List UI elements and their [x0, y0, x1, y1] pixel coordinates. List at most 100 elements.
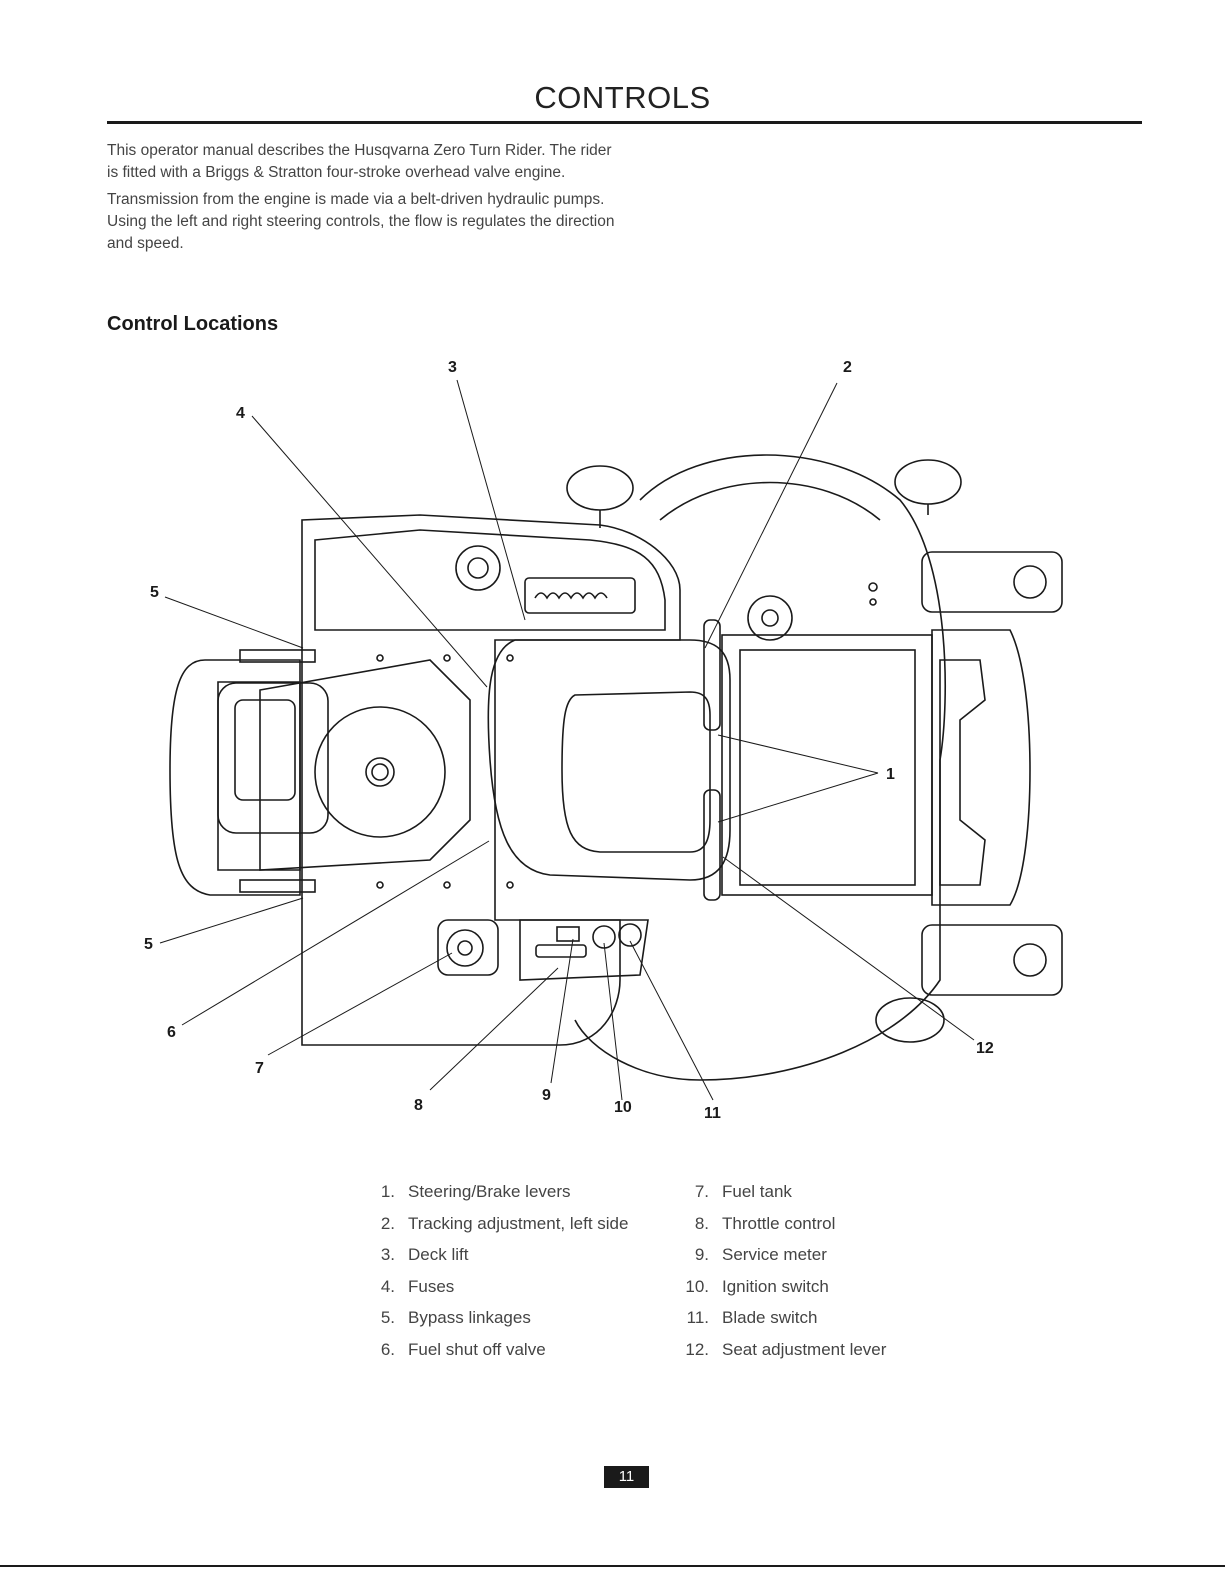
front-grill	[931, 629, 1031, 906]
legend-item: 5.Bypass linkages	[358, 1302, 628, 1334]
bypass-rod-lower	[239, 879, 316, 893]
deck-lift-ratchet	[524, 577, 636, 614]
dash-panel	[519, 919, 649, 981]
legend-item: 10. Ignition switch	[672, 1271, 886, 1303]
callout-12: 12	[976, 1040, 994, 1057]
intro-paragraph-1: This operator manual describes the Husqv…	[107, 142, 612, 181]
legend-label: Deck lift	[408, 1245, 469, 1264]
legend-item: 4. Fuses	[358, 1271, 628, 1303]
page-title: CONTROLS	[534, 80, 711, 115]
legend-number: 11.	[686, 1308, 709, 1327]
callout-4: 4	[236, 405, 245, 422]
engine-flywheel-center	[371, 763, 389, 781]
legend-label: Throttle control	[722, 1213, 836, 1233]
leader-line-1b	[717, 772, 879, 823]
chassis-top-panel	[314, 529, 666, 631]
legend-label: Service meter	[722, 1245, 827, 1264]
bypass-rod-upper	[239, 649, 316, 663]
leader-line-4	[251, 415, 488, 688]
ignition-switch-knob	[592, 925, 616, 949]
frame-bolt-4	[376, 881, 384, 889]
rear-caster	[875, 997, 945, 1043]
legend-item: 2.Tracking adjustment, left side	[358, 1208, 629, 1240]
legend-label: Fuses	[408, 1276, 455, 1296]
mower-drawing	[169, 454, 1063, 1081]
legend-column-left: 1. Steering/Brake levers 2.Tracking adjus…	[358, 1176, 629, 1366]
legend-label: Fuel tank	[722, 1182, 792, 1201]
engine-flywheel	[314, 706, 446, 838]
air-filter-window	[234, 699, 296, 801]
leader-lines	[159, 379, 975, 1101]
legend-number: 8.	[694, 1213, 709, 1233]
legend-number: 6.	[380, 1339, 395, 1359]
legend-number: 7.	[694, 1182, 709, 1201]
frame-bolt-3	[506, 654, 514, 662]
fuse-holder-inner	[467, 557, 489, 579]
blade-switch-knob	[618, 923, 642, 947]
legend-number: 3.	[380, 1245, 395, 1264]
leader-line-3	[456, 379, 526, 621]
legend-item: 11. Blade switch	[672, 1302, 886, 1334]
intro-paragraph-2: Transmission from the engine is made via…	[107, 191, 615, 252]
fuel-cap	[446, 929, 484, 967]
engine-flywheel-hub	[365, 757, 395, 787]
legend-number: 1.	[380, 1182, 395, 1201]
callout-6: 6	[167, 1024, 176, 1041]
air-filter-housing	[217, 682, 329, 834]
front-grill-inner	[939, 659, 986, 886]
legend-label: Bypass linkages	[408, 1308, 531, 1327]
fuel-tank-pad	[437, 919, 499, 976]
legend-label: Steering/Brake levers	[408, 1182, 571, 1201]
legend-number: 9.	[694, 1245, 709, 1264]
fuse-holder	[455, 545, 501, 591]
deck-small-hole-1	[868, 582, 878, 592]
deck-spindle-outer	[747, 595, 793, 641]
leader-line-12	[722, 856, 975, 1041]
intro-text: This operator manual describes the Husqv…	[107, 140, 627, 260]
legend-column-right: 7. Fuel tank 8. Throttle control 9. Service…	[672, 1176, 886, 1365]
leader-line-1a	[717, 734, 879, 774]
callout-11: 11	[704, 1105, 721, 1122]
steering-lever-left	[703, 619, 721, 731]
foot-platform	[721, 634, 933, 896]
leader-line-7	[267, 952, 453, 1056]
throttle-slot	[535, 944, 587, 958]
leader-line-10	[603, 942, 623, 1101]
mower-deck-outline	[574, 454, 947, 1081]
legend-item: 9. Service meter	[672, 1239, 886, 1271]
drive-tire-lower	[921, 924, 1063, 996]
legend-item: 6. Fuel shut off valve	[358, 1334, 628, 1366]
mower-diagram: 1 2 3 4 5 5 6 7 8 9 10 11 12	[144, 359, 1063, 1122]
engine-cover-inner	[217, 681, 301, 871]
seat-cushion	[561, 691, 711, 853]
title-rule	[107, 121, 1142, 124]
legend-number: 4.	[380, 1276, 395, 1296]
legend-label: Fuel shut off valve	[408, 1339, 546, 1359]
callout-5-lower: 5	[144, 936, 153, 953]
leader-line-6	[181, 840, 490, 1026]
steering-lever-right	[703, 789, 721, 901]
legend-item: 1. Steering/Brake levers	[358, 1176, 628, 1208]
page-number: 11	[604, 1466, 649, 1488]
frame-bolt-2	[443, 654, 451, 662]
legend-label: Ignition switch	[722, 1276, 829, 1296]
deck-small-hole-2	[869, 598, 877, 606]
legend-label: Seat adjustment lever	[722, 1339, 887, 1359]
deck-spindle-inner	[761, 609, 779, 627]
legend-item: 3. Deck lift	[358, 1239, 628, 1271]
legend-item: 8. Throttle control	[672, 1208, 886, 1240]
deck-lift-teeth	[534, 592, 608, 600]
callout-numbers: 1 2 3 4 5 5 6 7 8 9 10 11 12	[144, 359, 994, 1122]
legend-number: 12.	[685, 1339, 709, 1359]
legend-label: Blade switch	[722, 1308, 818, 1327]
leader-line-2	[704, 382, 838, 649]
callout-5-upper: 5	[150, 584, 159, 601]
engine-belt-housing	[259, 659, 471, 871]
callout-10: 10	[614, 1099, 632, 1116]
front-caster-left	[566, 465, 634, 511]
callout-3: 3	[448, 359, 457, 376]
legend-number: 10.	[685, 1276, 709, 1296]
leader-line-9	[550, 938, 574, 1084]
drive-tire-upper-hub	[1013, 565, 1047, 599]
callout-9: 9	[542, 1087, 551, 1104]
